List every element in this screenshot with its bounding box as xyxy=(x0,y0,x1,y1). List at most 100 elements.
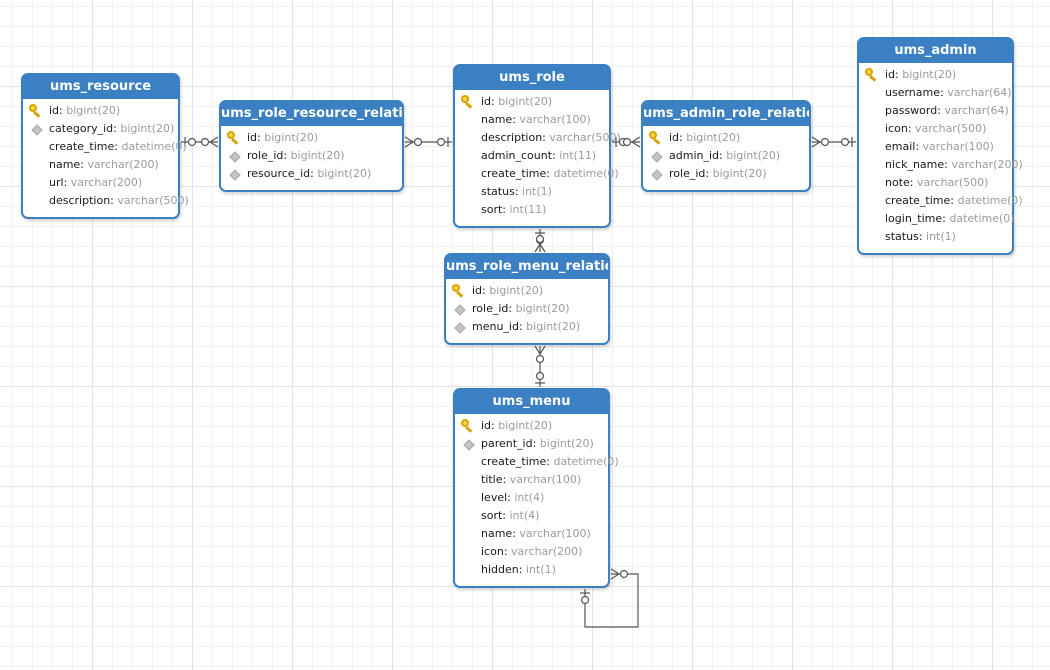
primary-key-icon xyxy=(649,131,663,145)
field-row[interactable]: id: bigint(20) xyxy=(455,93,609,111)
primary-key-icon xyxy=(461,95,475,109)
field-row[interactable]: create_time: datetime(0) xyxy=(481,167,619,180)
table-title[interactable]: ums_admin xyxy=(859,39,1012,63)
field-type: int(1) xyxy=(926,230,956,243)
rel-menu-many-circle xyxy=(535,354,545,364)
table-title[interactable]: ums_role_resource_relation xyxy=(221,102,402,126)
field-row[interactable]: nick_name: varchar(200) xyxy=(885,158,1023,171)
field-row[interactable]: username: varchar(64) xyxy=(885,86,1012,99)
rel-role-admin-many-circle xyxy=(622,137,632,147)
field-row[interactable]: status: int(1) xyxy=(481,185,552,198)
primary-key-icon xyxy=(29,104,43,118)
table-title[interactable]: ums_admin_role_relation xyxy=(643,102,809,126)
field-type: datetime(0) xyxy=(553,455,619,468)
field-row[interactable]: name: varchar(100) xyxy=(481,113,591,126)
rel-menu-self-many-circle xyxy=(619,569,629,579)
field-row[interactable]: name: varchar(200) xyxy=(49,158,159,171)
table-ums-admin[interactable]: ums_admin id: bigint(20) username: varcha… xyxy=(857,37,1023,255)
field-type: bigint(20) xyxy=(120,122,175,135)
field-row[interactable]: email: varchar(100) xyxy=(885,140,994,153)
field-row[interactable]: role_id: bigint(20) xyxy=(221,147,402,165)
field-row[interactable]: level: int(4) xyxy=(481,491,545,504)
field-row[interactable]: id: bigint(20) xyxy=(643,129,809,147)
foreign-key-icon xyxy=(29,122,43,136)
field-row[interactable]: icon: varchar(500) xyxy=(885,122,987,135)
primary-key-icon xyxy=(461,419,475,433)
field-type: bigint(20) xyxy=(526,320,581,333)
field-name: description xyxy=(481,131,543,144)
field-row[interactable]: note: varchar(500) xyxy=(885,176,989,189)
field-row[interactable]: description: varchar(500) xyxy=(481,131,621,144)
field-name: role_id xyxy=(472,302,509,315)
field-type: bigint(20) xyxy=(264,131,319,144)
table-title[interactable]: ums_resource xyxy=(23,75,178,99)
field-row[interactable]: parent_id: bigint(20) xyxy=(455,435,608,453)
field-row[interactable]: admin_id: bigint(20) xyxy=(643,147,809,165)
field-row[interactable]: name: varchar(100) xyxy=(481,527,591,540)
field-name: login_time xyxy=(885,212,943,225)
field-name: description xyxy=(49,194,111,207)
field-row[interactable]: create_time: datetime(0) xyxy=(481,455,619,468)
field-row[interactable]: role_id: bigint(20) xyxy=(446,300,608,318)
field-type: bigint(20) xyxy=(498,419,553,432)
table-ums-role-resource-relation[interactable]: ums_role_resource_relation id: bigint(20… xyxy=(219,100,404,192)
field-name: status xyxy=(885,230,919,243)
table-ums-role[interactable]: ums_role id: bigint(20) name: varchar(100… xyxy=(453,64,621,228)
rel-menu-self-line xyxy=(584,573,639,628)
field-row[interactable]: resource_id: bigint(20) xyxy=(221,165,402,183)
field-name: status xyxy=(481,185,515,198)
rel-menu-self-many-foot xyxy=(610,568,620,575)
field-row[interactable]: id: bigint(20) xyxy=(23,102,178,120)
field-type: varchar(500) xyxy=(117,194,189,207)
field-name: url xyxy=(49,176,64,189)
field-row[interactable]: title: varchar(100) xyxy=(481,473,582,486)
table-title[interactable]: ums_role xyxy=(455,66,609,90)
rel-resource-many-circle xyxy=(200,137,210,147)
field-row[interactable]: id: bigint(20) xyxy=(455,417,608,435)
rel-role-admin-many-foot xyxy=(631,136,641,143)
primary-key-icon xyxy=(452,284,466,298)
table-title[interactable]: ums_menu xyxy=(455,390,608,414)
field-name: id xyxy=(49,104,60,117)
field-type: varchar(100) xyxy=(519,113,591,126)
field-name: icon xyxy=(885,122,908,135)
field-row[interactable]: admin_count: int(11) xyxy=(481,149,597,162)
table-ums-role-menu-relation[interactable]: ums_role_menu_relation id: bigint(20)rol… xyxy=(444,253,610,345)
field-row[interactable]: sort: int(11) xyxy=(481,203,547,216)
field-row[interactable]: icon: varchar(200) xyxy=(481,545,583,558)
field-row[interactable]: url: varchar(200) xyxy=(49,176,143,189)
foreign-key-icon xyxy=(649,167,663,181)
field-name: admin_count xyxy=(481,149,553,162)
field-row[interactable]: menu_id: bigint(20) xyxy=(446,318,608,336)
field-name: create_time xyxy=(481,455,547,468)
field-name: password xyxy=(885,104,938,117)
table-ums-admin-role-relation[interactable]: ums_admin_role_relation id: bigint(20)ad… xyxy=(641,100,811,192)
field-type: varchar(200) xyxy=(70,176,143,189)
field-row[interactable]: password: varchar(64) xyxy=(885,104,1009,117)
field-row[interactable]: create_time: datetime(0) xyxy=(885,194,1023,207)
field-type: int(4) xyxy=(514,491,545,504)
field-row[interactable]: description: varchar(500) xyxy=(49,194,189,207)
table-ums-menu[interactable]: ums_menu id: bigint(20)parent_id: bigint… xyxy=(453,388,619,588)
rel-admin-many-foot xyxy=(811,141,821,148)
field-row[interactable]: id: bigint(20) xyxy=(221,129,402,147)
field-type: bigint(20) xyxy=(66,104,121,117)
field-row[interactable]: role_id: bigint(20) xyxy=(643,165,809,183)
field-name: name xyxy=(49,158,81,171)
field-name: icon xyxy=(481,545,504,558)
field-row[interactable]: status: int(1) xyxy=(885,230,956,243)
field-name: id xyxy=(481,419,492,432)
table-title[interactable]: ums_role_menu_relation xyxy=(446,255,608,279)
field-row[interactable]: category_id: bigint(20) xyxy=(23,120,178,138)
field-name: id xyxy=(472,284,483,297)
field-row[interactable]: sort: int(4) xyxy=(481,509,540,522)
field-row[interactable]: hidden: int(1) xyxy=(481,563,556,576)
field-row[interactable]: id: bigint(20) xyxy=(859,66,1012,84)
field-row[interactable]: login_time: datetime(0) xyxy=(885,212,1015,225)
rel-role-resource-many-foot xyxy=(404,141,414,148)
field-type: int(4) xyxy=(509,509,540,522)
table-ums-resource[interactable]: ums_resource id: bigint(20)category_id: … xyxy=(21,73,189,219)
field-name: sort xyxy=(481,203,503,216)
field-row[interactable]: id: bigint(20) xyxy=(446,282,608,300)
field-row[interactable]: create_time: datetime(0) xyxy=(49,140,187,153)
